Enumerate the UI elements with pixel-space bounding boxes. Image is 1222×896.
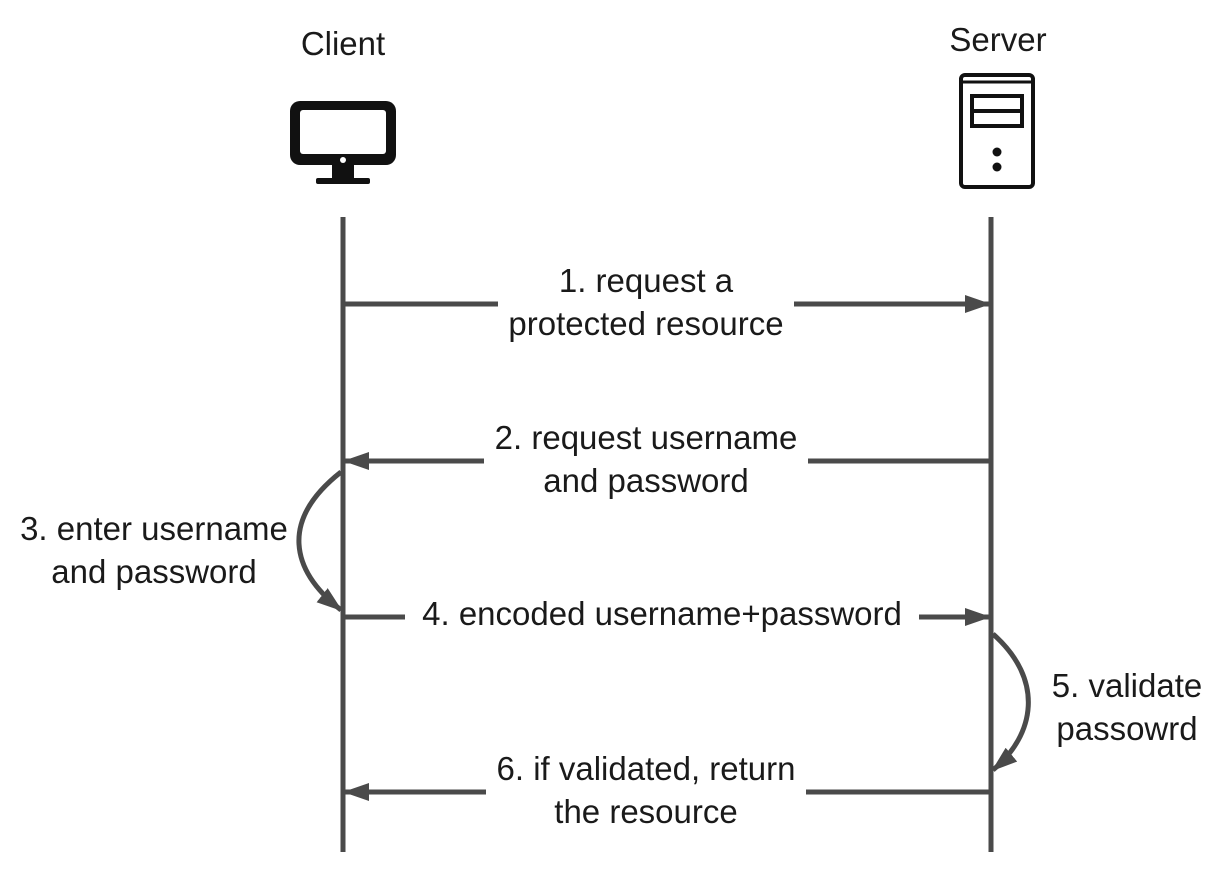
client-label: Client (300, 25, 386, 62)
message-6-line-2: the resource (554, 793, 738, 830)
message-4-line-1: 4. encoded username+password (422, 595, 902, 632)
message-2-line-2: and password (543, 462, 749, 499)
message-6-line-1: 6. if validated, return (496, 750, 796, 787)
server-label: Server (949, 21, 1047, 58)
message-3-self-arrow (296, 470, 343, 612)
message-6-label: 6. if validated, return the resource (486, 747, 806, 833)
message-3-line-1: 3. enter username (20, 510, 288, 547)
message-1-line-1: 1. request a (558, 262, 734, 299)
message-3-line-2: and password (51, 553, 257, 590)
message-5-line-1: 5. validate (1051, 667, 1203, 704)
monitor-icon (290, 101, 396, 184)
message-1-line-2: protected resource (508, 305, 784, 342)
message-2-line-1: 2. request username (494, 419, 798, 456)
message-4-label: 4. encoded username+password (405, 592, 919, 635)
message-5-label: 5. validate passowrd (1042, 664, 1212, 750)
message-5-self-arrow (991, 632, 1031, 772)
server-tower-icon (959, 73, 1035, 189)
message-2-label: 2. request username and password (484, 416, 808, 502)
message-1-label: 1. request a protected resource (498, 259, 794, 345)
message-5-line-2: passowrd (1056, 710, 1198, 747)
message-3-label: 3. enter username and password (8, 507, 300, 593)
